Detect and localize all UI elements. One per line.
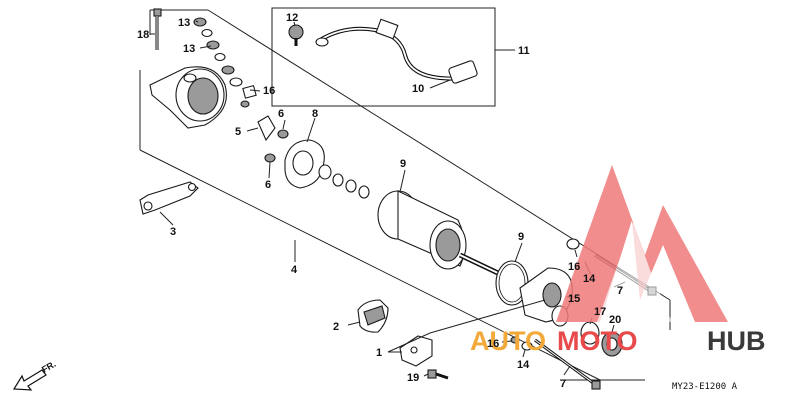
cable-box bbox=[271, 7, 515, 107]
watermark-text-moto: MOTO bbox=[557, 326, 638, 356]
callout-13-lower: 13 bbox=[183, 43, 195, 55]
nuts-lower bbox=[510, 336, 533, 351]
callout-20: 20 bbox=[609, 314, 621, 326]
callout-8: 8 bbox=[312, 108, 318, 120]
callout-16-upper: 16 bbox=[263, 85, 275, 97]
watermark-text-hub: HUB bbox=[707, 326, 766, 356]
callout-2: 2 bbox=[333, 321, 339, 333]
callout-6-upper: 6 bbox=[278, 108, 284, 120]
callout-3: 3 bbox=[170, 226, 176, 238]
callout-10: 10 bbox=[412, 83, 424, 95]
callout-11: 11 bbox=[518, 45, 530, 57]
callout-1: 1 bbox=[376, 347, 382, 359]
diagram-code: MY23-E1200 A bbox=[672, 382, 738, 392]
callout-12: 12 bbox=[286, 12, 298, 24]
terminal-plate-1 bbox=[399, 335, 433, 367]
brush-2 bbox=[357, 299, 389, 333]
front-direction-label: FR. bbox=[40, 359, 58, 375]
callout-14-right: 14 bbox=[583, 273, 596, 285]
callout-9-upper: 9 bbox=[400, 158, 406, 170]
callout-4: 4 bbox=[291, 264, 298, 276]
callout-6-lower: 6 bbox=[265, 179, 271, 191]
washers-row bbox=[318, 164, 370, 199]
callout-labels: 18 13 13 12 11 10 16 6 8 5 6 9 3 4 9 16 … bbox=[137, 12, 623, 390]
o-ring-9 bbox=[495, 260, 529, 306]
bolt-19 bbox=[427, 369, 449, 380]
callout-9-lower: 9 bbox=[518, 231, 524, 243]
callout-5: 5 bbox=[235, 126, 241, 138]
brush-holder bbox=[257, 115, 325, 189]
bolt-18 bbox=[153, 8, 162, 50]
callout-7-upper: 7 bbox=[617, 285, 623, 297]
watermark-text-auto: AUTO bbox=[470, 326, 546, 356]
callout-18: 18 bbox=[137, 29, 149, 41]
watermark-logo bbox=[556, 165, 728, 322]
callout-14-lower: 14 bbox=[517, 359, 530, 371]
callout-15: 15 bbox=[568, 293, 580, 305]
callout-19: 19 bbox=[407, 372, 419, 384]
stay-3 bbox=[139, 181, 199, 215]
callout-13-upper: 13 bbox=[178, 17, 190, 29]
washer-stack-13 bbox=[193, 17, 257, 108]
starter-yoke bbox=[377, 190, 502, 277]
cable-assembly bbox=[288, 18, 478, 84]
callout-16-lower: 16 bbox=[487, 338, 499, 350]
callout-17: 17 bbox=[594, 306, 606, 318]
callout-7-lower: 7 bbox=[560, 378, 566, 390]
callout-16-right: 16 bbox=[568, 261, 580, 273]
rear-cover bbox=[149, 66, 227, 129]
front-direction-marker: FR. bbox=[12, 359, 58, 391]
leader-lines bbox=[150, 20, 626, 377]
front-arrow-icon bbox=[12, 369, 47, 391]
